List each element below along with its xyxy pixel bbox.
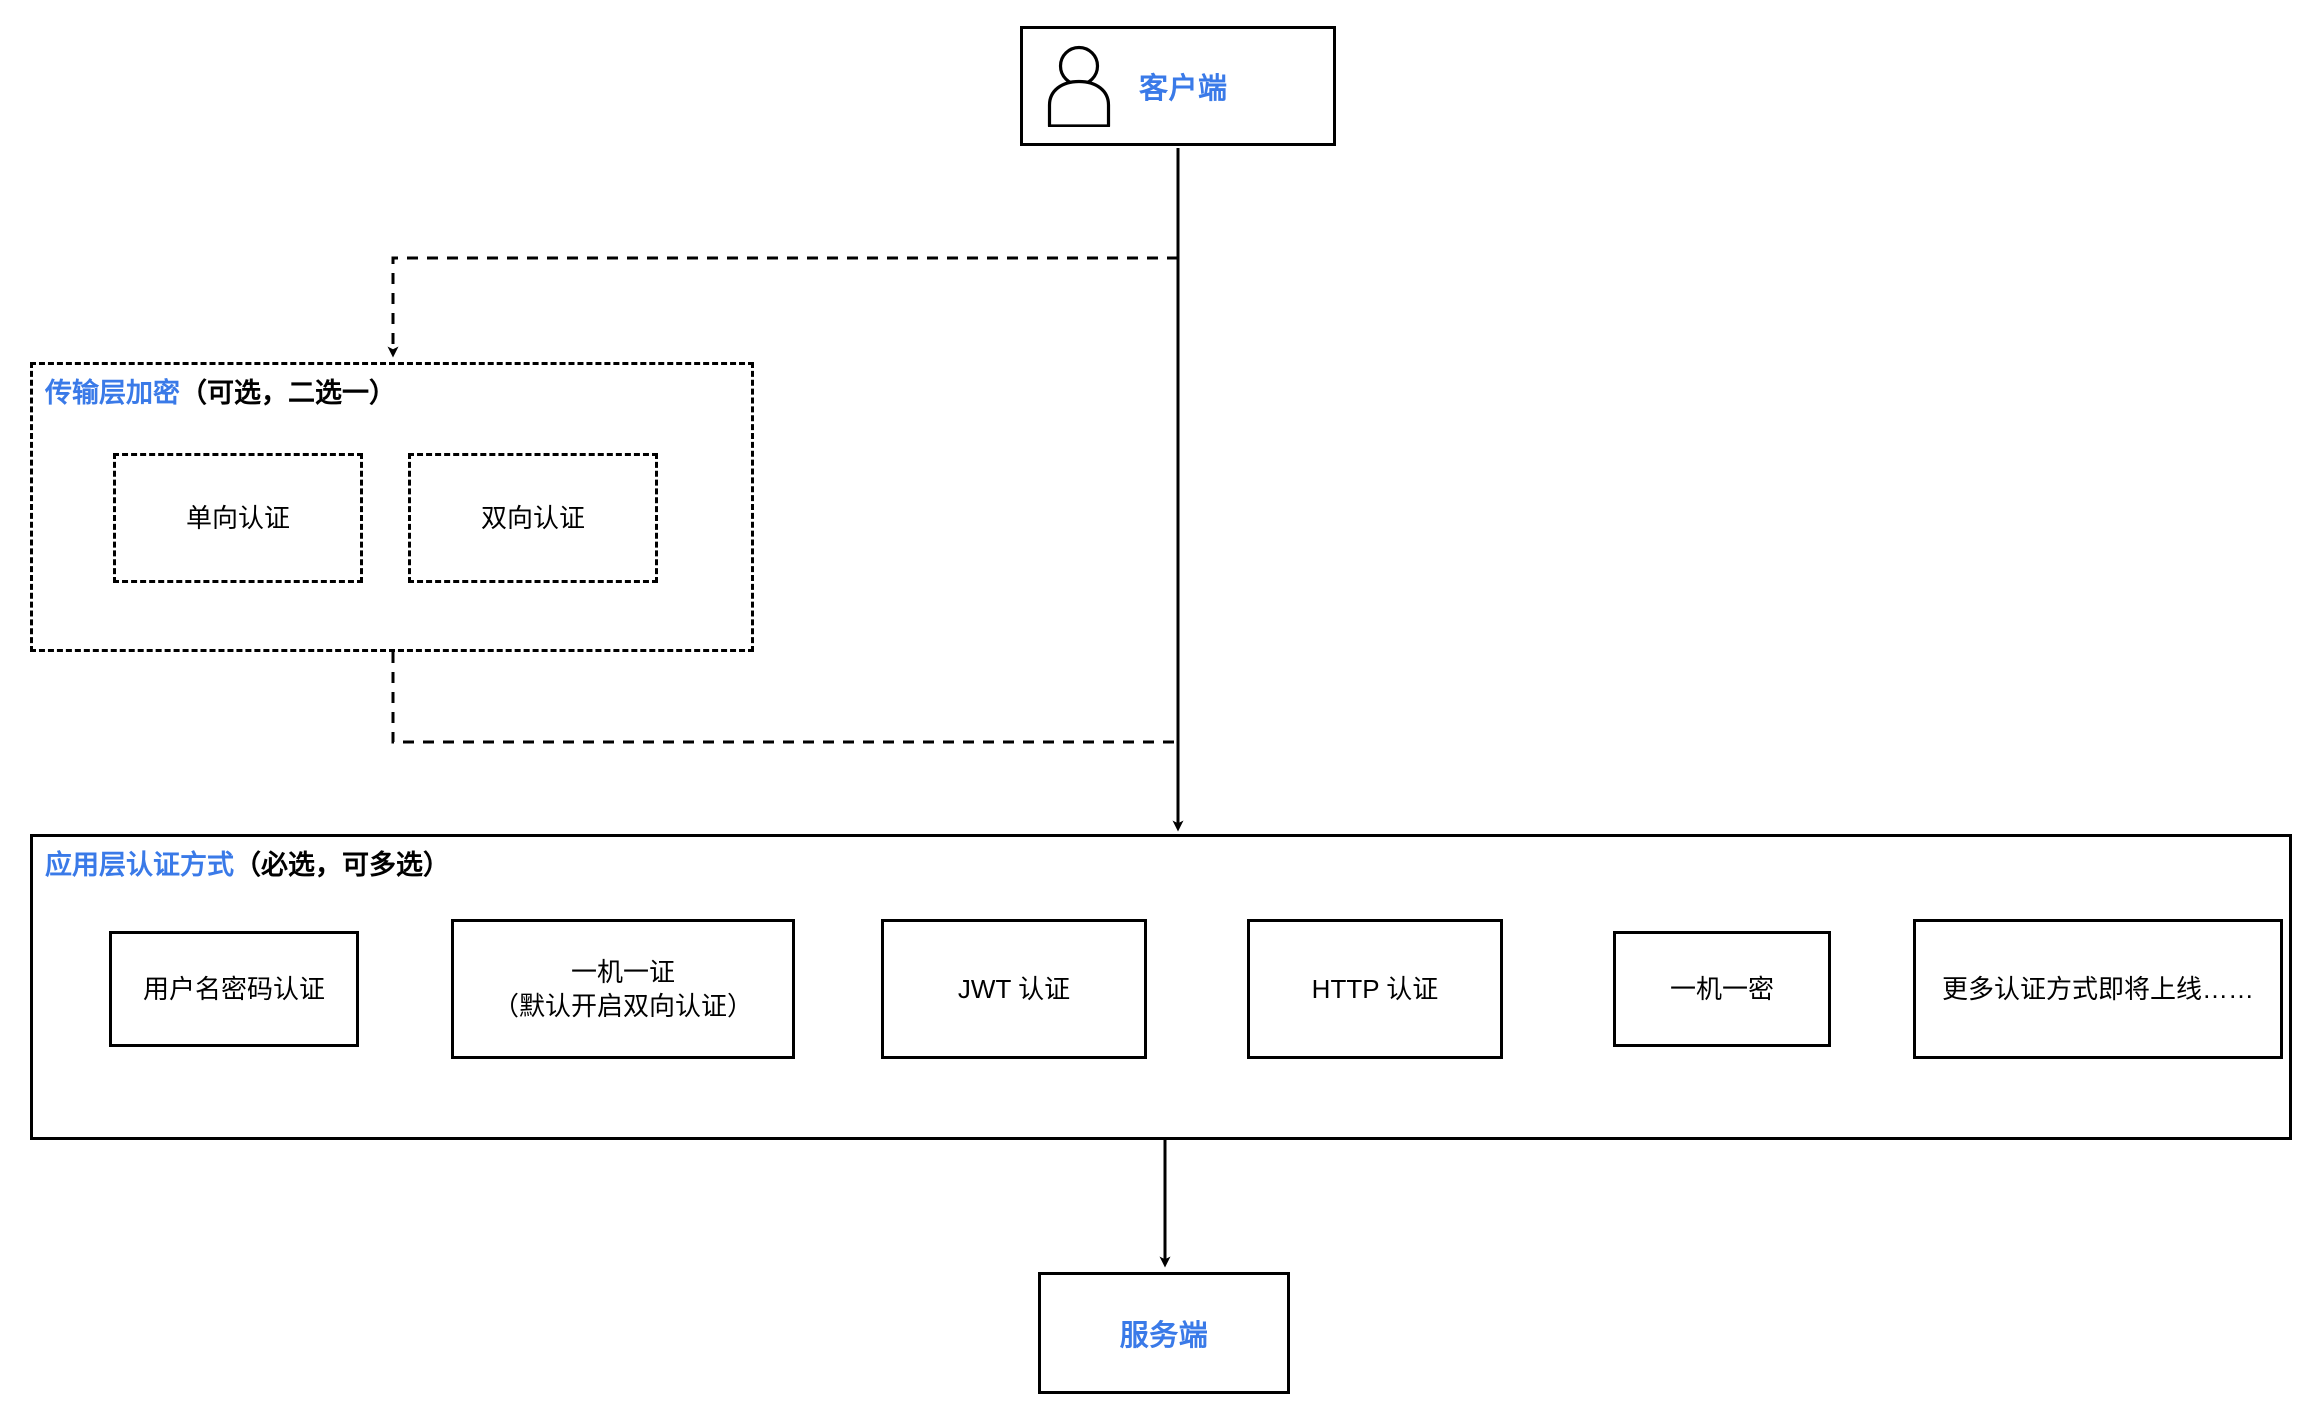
application-layer-title-accent: 应用层认证方式 [45, 850, 234, 880]
edge-client-to-transport-layer [387, 256, 1178, 358]
auth-method-http-label: HTTP 认证 [1311, 973, 1439, 1004]
application-layer-group: 应用层认证方式（必选，可多选） 用户名密码认证 一机一证 （默认开启双向认证） … [30, 834, 2292, 1140]
transport-layer-group: 传输层加密（可选，二选一） 单向认证 双向认证 [30, 362, 754, 652]
auth-method-one-machine-one-cert-label: 一机一证 [570, 956, 675, 987]
auth-method-http[interactable]: HTTP 认证 [1247, 919, 1503, 1059]
transport-option-one-way[interactable]: 单向认证 [113, 453, 363, 583]
edge-transport-layer-to-spine [391, 652, 1178, 744]
server-label: 服务端 [1119, 1320, 1209, 1352]
transport-option-two-way-label: 双向认证 [480, 502, 585, 533]
auth-method-one-machine-one-cert-sub: （默认开启双向认证） [492, 991, 753, 1021]
client-label: 客户端 [1139, 73, 1228, 105]
auth-method-more-coming-label: 更多认证方式即将上线…… [1941, 973, 2254, 1004]
transport-option-one-way-label: 单向认证 [185, 502, 290, 533]
application-layer-title-suffix: （必选，可多选） [234, 850, 450, 880]
transport-layer-title-accent: 传输层加密 [45, 378, 180, 408]
auth-method-one-machine-one-key-label: 一机一密 [1669, 973, 1774, 1004]
transport-option-two-way[interactable]: 双向认证 [408, 453, 658, 583]
server-node[interactable]: 服务端 [1038, 1272, 1290, 1394]
auth-method-more-coming[interactable]: 更多认证方式即将上线…… [1913, 919, 2283, 1059]
application-layer-title: 应用层认证方式（必选，可多选） [45, 850, 450, 881]
transport-layer-title: 传输层加密（可选，二选一） [45, 378, 396, 409]
auth-method-jwt[interactable]: JWT 认证 [881, 919, 1147, 1059]
auth-method-username-password[interactable]: 用户名密码认证 [109, 931, 359, 1047]
transport-layer-title-suffix: （可选，二选一） [180, 378, 396, 408]
auth-method-username-password-label: 用户名密码认证 [142, 973, 325, 1004]
auth-method-one-machine-one-cert[interactable]: 一机一证 （默认开启双向认证） [451, 919, 795, 1059]
client-node[interactable]: 客户端 [1020, 26, 1336, 146]
auth-method-one-machine-one-cert-text: 一机一证 （默认开启双向认证） [493, 955, 753, 1024]
auth-method-jwt-label: JWT 认证 [957, 973, 1071, 1004]
person-icon [1045, 45, 1113, 128]
auth-method-one-machine-one-key[interactable]: 一机一密 [1613, 931, 1831, 1047]
